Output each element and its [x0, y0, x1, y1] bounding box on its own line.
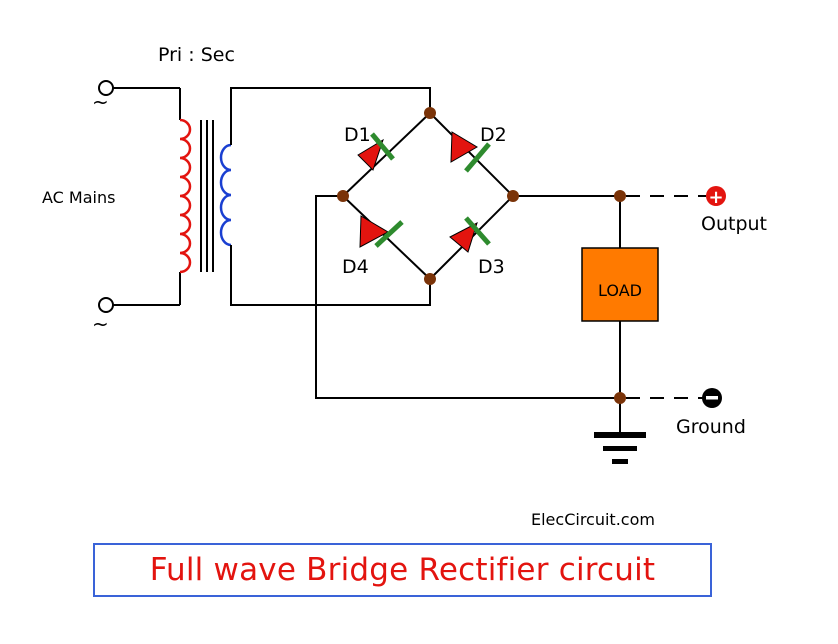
ground-label: Ground: [676, 416, 746, 438]
d2-label: D2: [480, 124, 507, 146]
node-left: [337, 190, 349, 202]
transformer-ratio-label: Pri : Sec: [158, 44, 235, 66]
ac-symbol-top: ~: [92, 90, 109, 114]
diagram-title: Full wave Bridge Rectifier circuit: [149, 552, 656, 588]
diode-d2: [450, 131, 491, 173]
ground-minus-terminal: [702, 388, 722, 408]
load-label: LOAD: [598, 281, 642, 300]
ac-mains-label: AC Mains: [42, 188, 115, 207]
output-plus-terminal: +: [706, 186, 726, 208]
title-box: Full wave Bridge Rectifier circuit: [93, 543, 712, 597]
node-top: [424, 107, 436, 119]
node-right: [507, 190, 519, 202]
diode-d4: [359, 215, 404, 248]
diode-d3: [449, 216, 491, 253]
d4-label: D4: [342, 256, 369, 278]
earth-ground-symbol: [594, 432, 646, 464]
ac-input-bottom-terminal: ~: [92, 272, 181, 336]
output-label: Output: [701, 213, 767, 235]
minus-icon: [706, 396, 718, 400]
load-resistor: LOAD: [581, 247, 659, 322]
ac-symbol-bottom: ~: [92, 312, 109, 336]
node-ground: [614, 392, 626, 404]
primary-coil: [179, 118, 192, 274]
ac-input-top-terminal: ~: [92, 80, 181, 120]
plus-icon: +: [708, 187, 723, 208]
d3-label: D3: [478, 256, 505, 278]
junction-nodes: [337, 107, 626, 404]
secondary-coil: [219, 143, 232, 247]
d1-label: D1: [344, 124, 371, 146]
diode-d1: [357, 132, 395, 171]
credit-text: ElecCircuit.com: [531, 510, 655, 529]
transformer-core: [200, 120, 214, 272]
node-output: [614, 190, 626, 202]
node-bottom: [424, 273, 436, 285]
secondary-wiring: [230, 87, 431, 306]
